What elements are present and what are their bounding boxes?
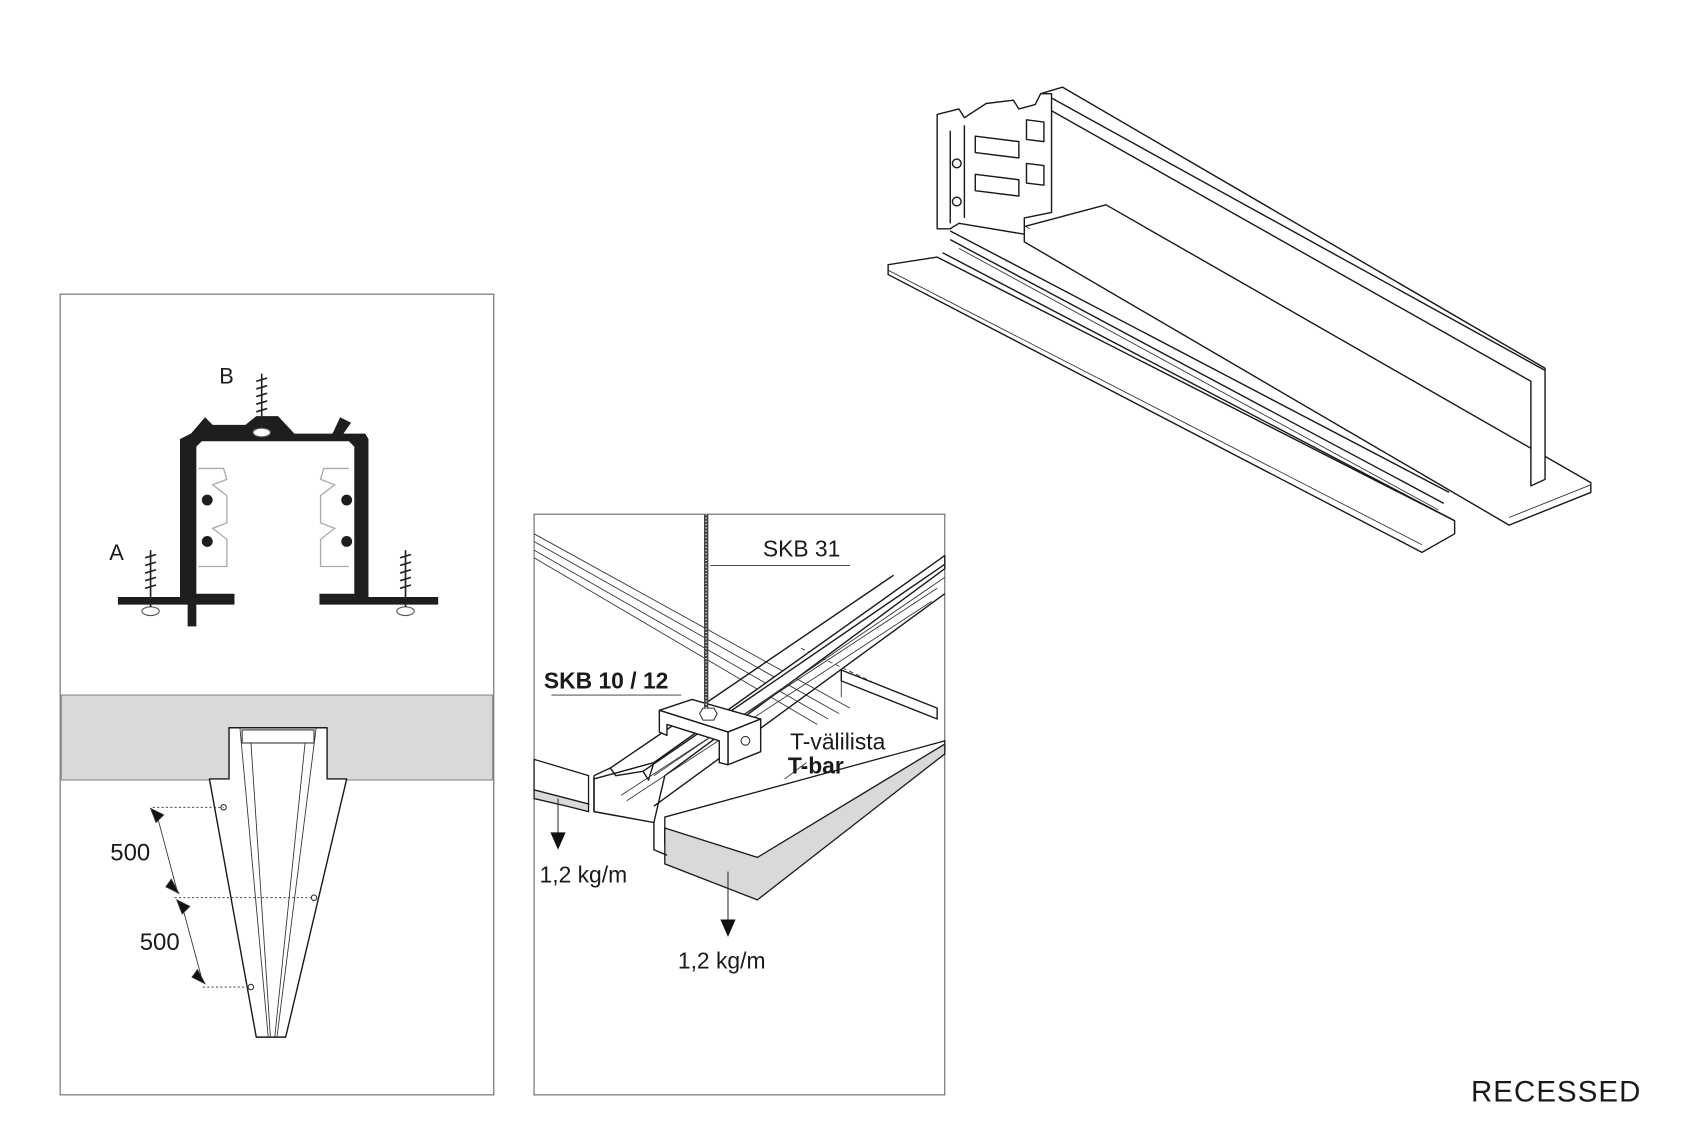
isometric-track-rail: [887, 86, 1592, 554]
recessed-rail-plan: [208, 727, 348, 1038]
rod-label: SKB 31: [763, 536, 841, 562]
tbar-label-en: T-bar: [788, 752, 844, 778]
rail-body: [1039, 86, 1546, 487]
label-b: B: [219, 363, 234, 388]
cross-section-panel: B A 500 500: [59, 293, 495, 1096]
screw-icon: [144, 373, 412, 607]
load-label-1: 1,2 kg/m: [540, 861, 628, 887]
suspension-detail-panel: SKB 31 SKB 10 / 12 T-välilista T-bar 1,2…: [533, 513, 946, 1096]
page-title: RECESSED: [1471, 1075, 1642, 1108]
track-rail: [593, 554, 946, 856]
load-label-2: 1,2 kg/m: [678, 947, 766, 973]
rail-end-profile: [936, 92, 1053, 235]
clip-label: SKB 10 / 12: [544, 668, 669, 694]
right-flange: [1023, 204, 1592, 526]
left-flange: [887, 256, 1456, 554]
spacing-label-1: 500: [110, 840, 150, 867]
dimension-lines: [149, 806, 315, 988]
t-bar: [840, 669, 938, 720]
track-profile: [117, 416, 439, 627]
skb-clip: [658, 698, 762, 766]
label-a: A: [109, 540, 124, 565]
tbar-label-fi: T-välilista: [790, 729, 886, 755]
spacing-label-2: 500: [140, 929, 180, 956]
load-arrow-icon: [550, 798, 736, 937]
